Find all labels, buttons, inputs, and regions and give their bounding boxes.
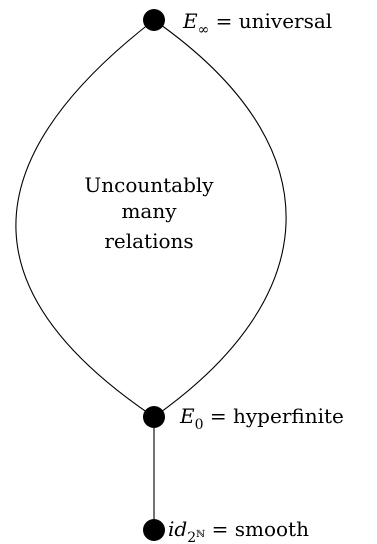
left-curve (15, 19, 155, 418)
label-smooth: id2ℕ = smooth (168, 517, 309, 544)
right-curve (153, 19, 287, 418)
label-universal: E∞ = universal (182, 9, 332, 38)
center-label-line1: Uncountably (84, 173, 214, 197)
node-universal (143, 9, 165, 31)
label-hyperfinite: E0 = hyperfinite (179, 404, 344, 433)
center-label-line2: many (121, 199, 177, 223)
center-label-line3: relations (104, 229, 193, 253)
node-smooth (143, 519, 165, 541)
node-hyperfinite (143, 406, 165, 428)
